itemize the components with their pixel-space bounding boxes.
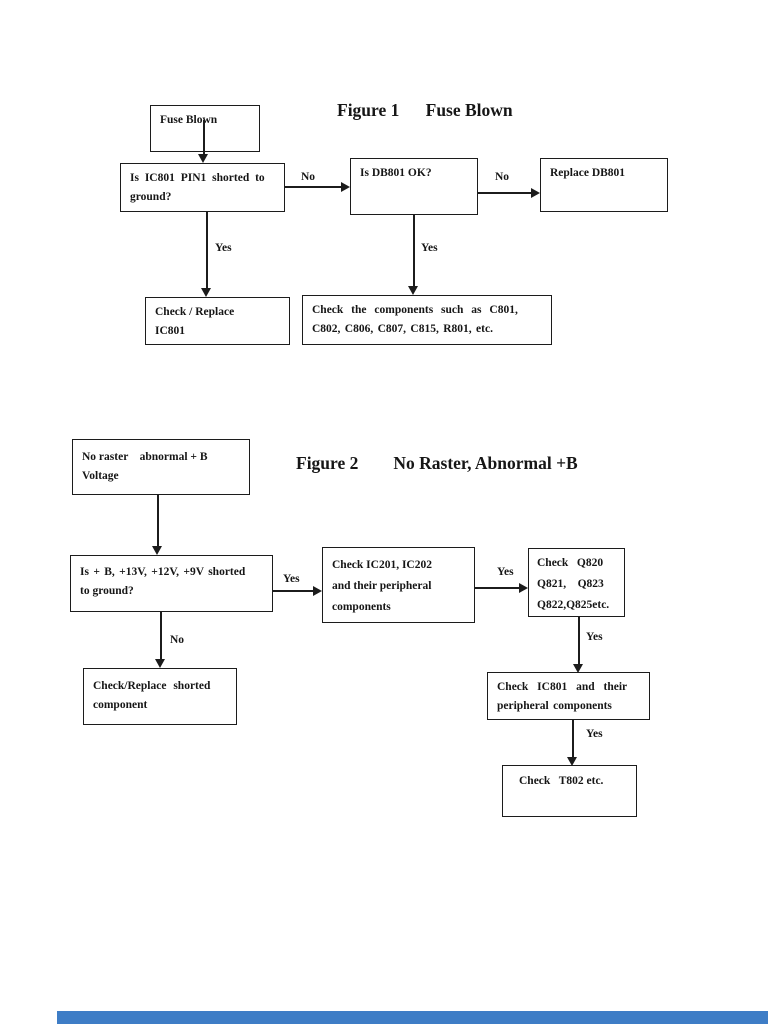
node-line: C802, C806, C807, C815, R801, etc. [312, 323, 493, 335]
node-line: components [332, 601, 391, 613]
label-no-ic801: No [301, 171, 316, 183]
arrowhead-down [155, 659, 165, 668]
node-line: IC801 [155, 325, 186, 337]
node-line: Check IC201, IC202 [332, 559, 432, 571]
figure1-title: Figure 1 Fuse Blown [337, 100, 513, 120]
node-line: Is + B, +13V, +12V, +9V shorted [80, 566, 246, 578]
figure2-title: Figure 2 No Raster, Abnormal +B [296, 453, 578, 473]
arrowhead-right [531, 188, 540, 198]
arrow-line-q2-to-components [413, 215, 415, 287]
node-q-ic801: Is IC801 PIN1 shorted to ground? [120, 163, 285, 212]
node-check-q820: Check Q820 Q821, Q823 Q822,Q825etc. [528, 548, 625, 617]
label-no-shorted: No [170, 634, 185, 646]
node-check-components: Check the components such as C801, C802,… [302, 295, 552, 345]
node-no-raster: No raster abnormal + B Voltage [72, 439, 250, 495]
node-line: component [93, 699, 148, 711]
node-line: Q822,Q825etc. [537, 599, 610, 611]
label-yes-ic201: Yes [497, 566, 514, 578]
label-yes-db801: Yes [421, 242, 438, 254]
node-line: Replace DB801 [550, 167, 626, 179]
node-line: Check/Replace shorted [93, 680, 211, 692]
arrowhead-down [567, 757, 577, 766]
arrowhead-down [201, 288, 211, 297]
arrowhead-down [573, 664, 583, 673]
node-check-replace-ic801: Check / Replace IC801 [145, 297, 290, 345]
node-line: peripheral components [497, 700, 612, 712]
node-q-shorted: Is + B, +13V, +12V, +9V shorted to groun… [70, 555, 273, 612]
node-line: ground? [130, 191, 172, 203]
arrow-line-fuse-to-q1 [203, 120, 205, 155]
arrow-line-raster-to-q3 [157, 495, 159, 547]
node-q-db801: Is DB801 OK? [350, 158, 478, 215]
label-yes-shorted: Yes [283, 573, 300, 585]
arrow-line-q1-to-q2 [285, 186, 341, 188]
node-fuse-blown: Fuse Blown [150, 105, 260, 152]
node-check-ic201: Check IC201, IC202 and their peripheral … [322, 547, 475, 623]
label-yes-q820: Yes [586, 631, 603, 643]
label-yes-ic801: Yes [586, 728, 603, 740]
label-no-db801: No [495, 171, 510, 183]
arrow-line-ic201-to-q820 [475, 587, 519, 589]
arrow-line-q3-to-ic201 [273, 590, 313, 592]
node-line: to ground? [80, 585, 134, 597]
page-bottom-bar [57, 1011, 768, 1024]
arrowhead-down [198, 154, 208, 163]
node-line: Check / Replace [155, 306, 235, 318]
node-check-shorted: Check/Replace shorted component [83, 668, 237, 725]
node-line: No raster abnormal + B [82, 451, 208, 463]
arrow-line-q3-to-shorted [160, 612, 162, 660]
node-check-t802: Check T802 etc. [502, 765, 637, 817]
arrowhead-right [341, 182, 350, 192]
arrowhead-down [152, 546, 162, 555]
node-check-ic801-fig2: Check IC801 and their peripheral compone… [487, 672, 650, 720]
arrowhead-down [408, 286, 418, 295]
arrow-line-ic801-to-t802 [572, 720, 574, 758]
node-line: Check IC801 and their [497, 681, 628, 693]
node-line: Fuse Blown [160, 114, 218, 126]
arrow-line-q1-to-check [206, 212, 208, 289]
arrow-line-q2-to-replace [478, 192, 531, 194]
node-line: Voltage [82, 470, 119, 482]
arrowhead-right [313, 586, 322, 596]
node-line: Is DB801 OK? [360, 167, 432, 179]
node-line: Q821, Q823 [537, 578, 604, 590]
label-yes-ic801: Yes [215, 242, 232, 254]
node-line: Check the components such as C801, [312, 304, 518, 316]
node-line: and their peripheral [332, 580, 432, 592]
node-line: Check Q820 [537, 557, 604, 569]
arrowhead-right [519, 583, 528, 593]
node-line: Is IC801 PIN1 shorted to [130, 172, 265, 184]
node-line: Check T802 etc. [519, 775, 604, 787]
arrow-line-q820-to-ic801 [578, 617, 580, 665]
node-replace-db801: Replace DB801 [540, 158, 668, 212]
